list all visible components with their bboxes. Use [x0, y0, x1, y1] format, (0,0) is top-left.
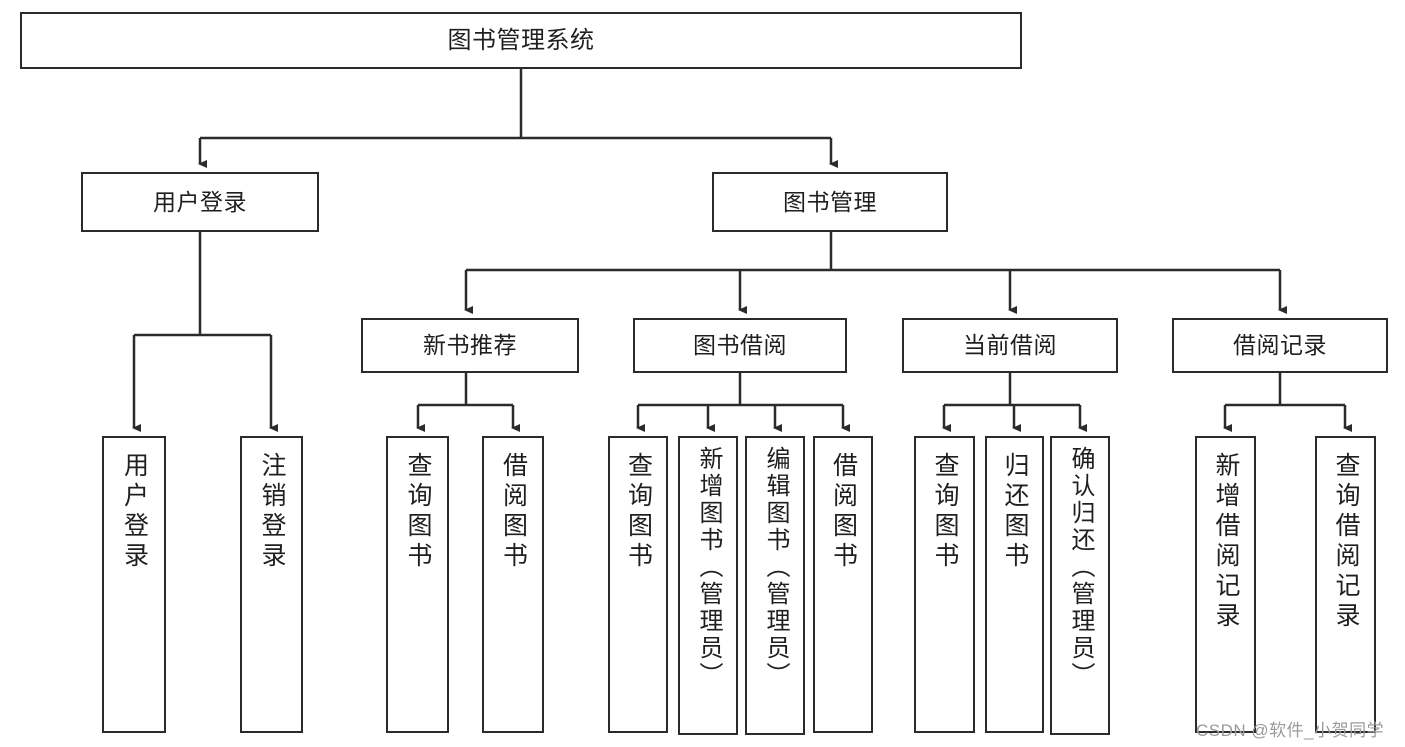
csdn-watermark: CSDN @软件_小贺同学: [1196, 721, 1385, 740]
node-label: 当前借阅: [963, 332, 1057, 359]
node-leaf-logout-login[interactable]: 注销登录: [240, 436, 303, 733]
node-book-management[interactable]: 图书管理: [712, 172, 948, 232]
node-leaf-return-book[interactable]: 归还图书: [985, 436, 1044, 733]
node-label: 图书管理系统: [447, 26, 595, 54]
node-leaf-query-book-borrow[interactable]: 查询图书: [608, 436, 668, 733]
node-label: 查询图书: [624, 452, 653, 572]
node-label: 确认归还（管理员）: [1067, 446, 1094, 689]
node-leaf-query-borrow-record[interactable]: 查询借阅记录: [1315, 436, 1376, 733]
node-label: 借阅记录: [1233, 332, 1327, 359]
node-label: 新增借阅记录: [1212, 452, 1240, 632]
node-leaf-add-borrow-record[interactable]: 新增借阅记录: [1195, 436, 1256, 733]
node-label: 归还图书: [1001, 452, 1029, 572]
node-label: 借阅图书: [829, 452, 858, 572]
node-label: 用户登录: [120, 452, 149, 572]
node-label: 新书推荐: [423, 332, 517, 359]
node-book-borrow[interactable]: 图书借阅: [633, 318, 847, 373]
node-label: 借阅图书: [499, 452, 528, 572]
node-leaf-confirm-return[interactable]: 确认归还（管理员）: [1050, 436, 1110, 735]
node-label: 新增图书（管理员）: [695, 446, 722, 689]
node-label: 用户登录: [153, 188, 247, 215]
node-new-book-recommend[interactable]: 新书推荐: [361, 318, 579, 373]
node-label: 查询图书: [931, 452, 959, 572]
node-current-borrow[interactable]: 当前借阅: [902, 318, 1118, 373]
node-leaf-edit-book[interactable]: 编辑图书（管理员）: [745, 436, 805, 735]
node-label: 图书管理: [783, 188, 877, 215]
node-label: 查询借阅记录: [1332, 452, 1360, 632]
node-label: 编辑图书（管理员）: [762, 446, 789, 689]
node-root-system[interactable]: 图书管理系统: [20, 12, 1022, 69]
node-label: 查询图书: [404, 452, 432, 572]
node-borrow-records[interactable]: 借阅记录: [1172, 318, 1388, 373]
node-leaf-borrow-book[interactable]: 借阅图书: [813, 436, 873, 733]
node-leaf-borrow-book-recommend[interactable]: 借阅图书: [482, 436, 544, 733]
node-leaf-add-book[interactable]: 新增图书（管理员）: [678, 436, 738, 735]
node-leaf-user-login[interactable]: 用户登录: [102, 436, 166, 733]
node-leaf-query-book-recommend[interactable]: 查询图书: [386, 436, 449, 733]
node-user-login[interactable]: 用户登录: [81, 172, 319, 232]
node-leaf-query-book-current[interactable]: 查询图书: [914, 436, 975, 733]
node-label: 注销登录: [258, 452, 286, 572]
node-label: 图书借阅: [693, 332, 787, 359]
